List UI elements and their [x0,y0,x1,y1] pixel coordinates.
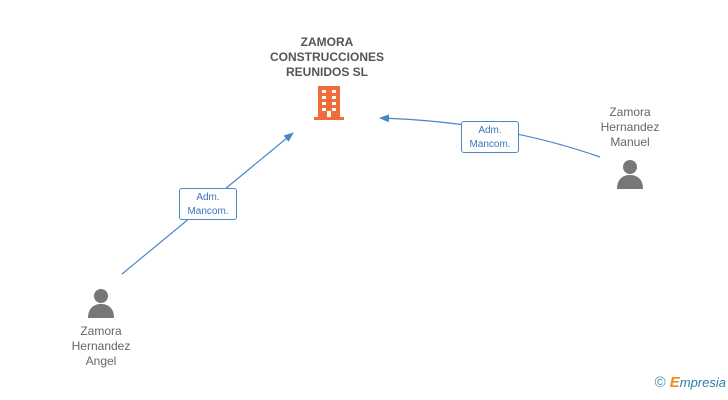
copyright-icon: © [654,373,666,391]
footer-branding: © Empresia [655,372,726,392]
building-icon[interactable] [313,86,345,120]
brand-logo[interactable]: Empresia [669,373,726,391]
person-icon [617,160,643,189]
relation-label-angel[interactable]: Adm. Mancom. [179,188,237,220]
person-name-manuel[interactable]: Zamora Hernandez Manuel [600,105,660,149]
person-node-angel[interactable]: Zamora Hernandez Angel [56,288,146,369]
company-name[interactable]: ZAMORA CONSTRUCCIONES REUNIDOS SL [269,35,384,79]
person-node-manuel[interactable]: Zamora Hernandez Manuel [585,105,675,189]
person-name-angel[interactable]: Zamora Hernandez Angel [71,324,131,368]
person-icon [88,289,114,318]
relation-label-manuel[interactable]: Adm. Mancom. [461,121,519,153]
